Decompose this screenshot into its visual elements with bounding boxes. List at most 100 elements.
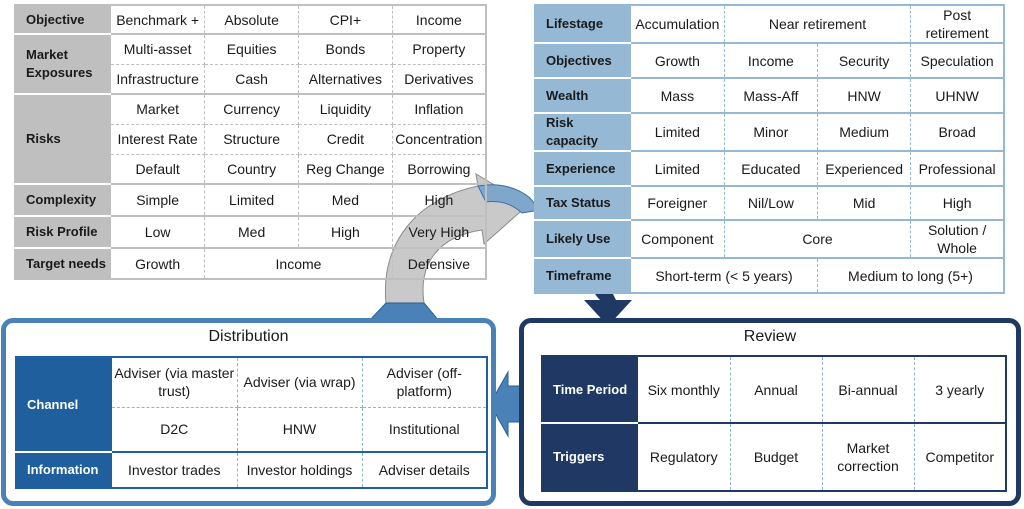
cell: Broad xyxy=(910,113,1004,152)
row-label: Experience xyxy=(535,150,631,186)
cell: Multi-asset xyxy=(111,34,206,65)
cell: Foreigner xyxy=(631,186,725,221)
cell: High xyxy=(392,184,486,217)
row-label: Risks xyxy=(15,93,111,184)
cell: Professional xyxy=(910,151,1004,187)
cell: Liquidity xyxy=(298,94,393,125)
cell: Benchmark + xyxy=(111,5,206,35)
cell: Structure xyxy=(204,124,299,155)
cell: HNW xyxy=(817,78,912,114)
cell: Income xyxy=(724,43,819,79)
cell: Growth xyxy=(111,248,206,279)
channel-cell: Adviser (off-platform) xyxy=(362,357,487,408)
cell: Inflation xyxy=(392,94,486,125)
cell: Infrastructure xyxy=(111,64,206,95)
cell: Simple xyxy=(111,184,206,217)
cell: Component xyxy=(631,220,725,259)
triggers-label: Triggers xyxy=(542,422,638,491)
cell: Post retirement xyxy=(910,5,1004,44)
row-label: Tax Status xyxy=(535,185,631,220)
cell: Nil/Low xyxy=(724,186,819,221)
time-period-cell: Six monthly xyxy=(638,356,731,424)
cell: Security xyxy=(817,43,912,79)
cell: Experienced xyxy=(817,151,912,187)
cell: Medium to long (5+) xyxy=(848,267,973,284)
time-period-cell: Bi-annual xyxy=(822,356,915,424)
cell: High xyxy=(910,186,1004,221)
cell: Interest Rate xyxy=(111,124,206,155)
cell: Borrowing xyxy=(392,154,486,185)
cell: Accumulation xyxy=(631,5,725,44)
information-cell: Investor trades xyxy=(112,452,238,488)
cell: Property xyxy=(392,34,486,65)
cell: Absolute xyxy=(204,5,299,35)
row-label: Target needs xyxy=(15,247,111,279)
cell: Med xyxy=(298,184,393,217)
information-label: Information xyxy=(16,451,112,488)
row-label: Objective xyxy=(15,5,111,34)
row-label: Risk capacity xyxy=(535,112,631,151)
trigger-cell: Regulatory xyxy=(638,423,731,491)
cell: Cash xyxy=(204,64,299,95)
time-period-cell: Annual xyxy=(730,356,823,424)
row-label: Lifestage xyxy=(535,5,631,43)
cell: Alternatives xyxy=(298,64,393,95)
cell: Limited xyxy=(204,184,299,217)
cell: Mass-Aff xyxy=(724,78,819,114)
cell: Market xyxy=(111,94,206,125)
cell: Solution / Whole xyxy=(910,220,1004,259)
cell: Speculation xyxy=(910,43,1004,79)
cell: Near retirement xyxy=(724,5,912,44)
row-label: Complexity xyxy=(15,183,111,216)
cell: Short-term (< 5 years) xyxy=(631,258,818,293)
information-cell: Adviser details xyxy=(378,462,470,478)
cell: Limited xyxy=(631,151,725,187)
trigger-cell: Budget xyxy=(730,423,823,491)
cell: Bonds xyxy=(298,34,393,65)
information-cell: Investor holdings xyxy=(237,452,363,488)
time-period-label: Time Period xyxy=(542,356,638,423)
cell: Country xyxy=(204,154,299,185)
time-period-cell: 3 yearly xyxy=(914,356,1006,424)
cell: Core xyxy=(724,220,912,259)
cell: Income xyxy=(392,5,486,35)
row-label: Risk Profile xyxy=(15,215,111,248)
cell: Credit xyxy=(298,124,393,155)
cell: Equities xyxy=(204,34,299,65)
cell: Med xyxy=(204,216,299,249)
cell: Mass xyxy=(631,78,725,114)
cell: Income xyxy=(204,248,393,279)
cell: Mid xyxy=(817,186,912,221)
cell: High xyxy=(298,216,393,249)
channel-cell: HNW xyxy=(237,407,363,453)
cell: Growth xyxy=(631,43,725,79)
cell: Defensive xyxy=(407,255,470,272)
channel-cell: Adviser (via master trust) xyxy=(112,357,238,408)
row-label: Likely Use xyxy=(535,219,631,258)
cell: Currency xyxy=(204,94,299,125)
trigger-cell: Competitor xyxy=(925,449,994,465)
distribution-title: Distribution xyxy=(208,328,289,345)
cell: UHNW xyxy=(910,78,1004,114)
channel-cell: Adviser (via wrap) xyxy=(237,357,363,408)
trigger-cell: Market correction xyxy=(822,423,915,491)
row-label: Objectives xyxy=(535,42,631,78)
cell: Medium xyxy=(817,113,912,152)
row-label: Market Exposures xyxy=(15,33,111,94)
channel-label: Channel xyxy=(16,357,112,452)
cell: Limited xyxy=(631,113,725,152)
cell: Minor xyxy=(724,113,819,152)
distribution-table: Channel Adviser (via master trust) Advis… xyxy=(15,356,488,489)
cell: Reg Change xyxy=(298,154,393,185)
row-label: Wealth xyxy=(535,77,631,113)
cell: Concentration xyxy=(392,124,486,155)
cell: CPI+ xyxy=(298,5,393,35)
cell: Low xyxy=(111,216,206,249)
row-label: Timeframe xyxy=(535,257,631,293)
review-title: Review xyxy=(743,328,797,345)
channel-cell: Institutional xyxy=(362,407,487,453)
channel-cell: D2C xyxy=(112,407,238,453)
review-table: Time Period Six monthly Annual Bi-annual… xyxy=(541,355,1007,492)
